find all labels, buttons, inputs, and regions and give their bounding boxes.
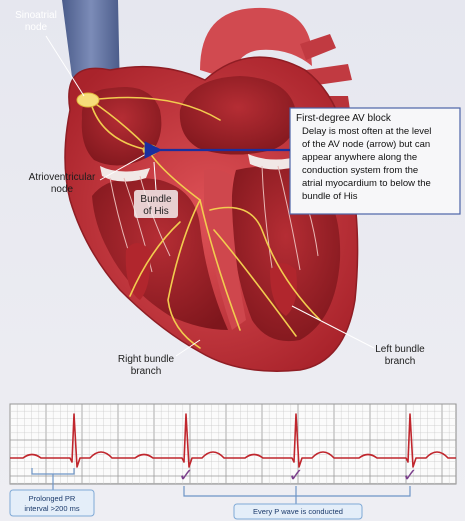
callout-line-2: of the AV node (arrow) but can (302, 139, 430, 150)
pr-tag-line1: Prolonged PR (29, 494, 76, 503)
p-wave-check-icon: ✓ (402, 465, 417, 486)
callout-title: First-degree AV block (296, 113, 392, 124)
sa-node (77, 93, 99, 107)
left-atrium (180, 76, 296, 155)
callout-line-3: appear anywhere along the (302, 152, 417, 163)
p-wave-check-icon: ✓ (178, 465, 193, 486)
label-sinoatrial-line2: node (25, 22, 48, 33)
pr-tag-line2: interval >200 ms (24, 504, 79, 513)
label-right-bundle-line2: branch (131, 366, 162, 377)
callout-line-4: conduction system from the (302, 165, 418, 176)
label-left-bundle-line2: branch (385, 356, 416, 367)
label-atrioventricular-line1: Atrioventricular (29, 172, 96, 183)
p-wave-check-icon: ✓ (288, 465, 303, 486)
label-bundle-line2: of His (143, 206, 169, 217)
ecg-strip: ✓ ✓ ✓ (10, 404, 456, 486)
callout-box: First-degree AV block Delay is most ofte… (290, 108, 460, 214)
label-left-bundle-line1: Left bundle (375, 344, 425, 355)
av-node (143, 145, 157, 155)
label-atrioventricular-line2: node (51, 184, 74, 195)
label-sinoatrial-line1: Sinoatrial (15, 10, 57, 21)
p-wave-tag-text: Every P wave is conducted (253, 507, 343, 516)
callout-line-1: Delay is most often at the level (302, 126, 431, 137)
callout-line-6: bundle of His (302, 191, 358, 202)
label-bundle-line1: Bundle (140, 194, 172, 205)
label-right-bundle-line1: Right bundle (118, 354, 175, 365)
callout-line-5: atrial myocardium to below the (302, 178, 431, 189)
